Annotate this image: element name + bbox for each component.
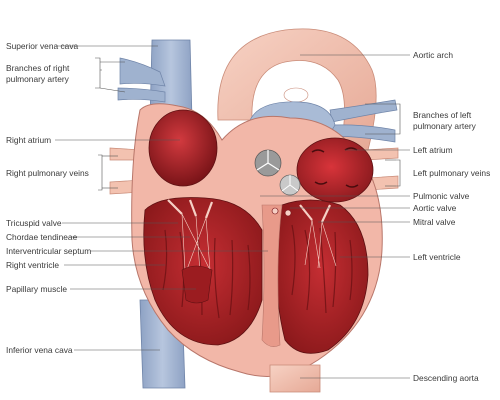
label-left-pulmonary-veins: Left pulmonary veins <box>413 168 491 178</box>
descending-aorta-shape <box>269 364 321 393</box>
aortic-arch-opening <box>283 87 309 103</box>
label-inferior-vena-cava: Inferior vena cava <box>6 345 73 355</box>
trabeculae-left <box>291 224 353 314</box>
coronary-openings <box>271 207 292 217</box>
interventricular-septum-shape <box>261 204 283 347</box>
label-branches-left-pulmonary-artery-line2: pulmonary artery <box>413 121 476 131</box>
label-left-atrium: Left atrium <box>413 145 453 155</box>
aortic-valve-shape <box>279 174 301 196</box>
left-atrium-vein-openings <box>311 147 359 188</box>
label-aortic-valve: Aortic valve <box>413 203 457 213</box>
right-pulmonary-artery-shape <box>117 57 166 103</box>
left-ventricle-shape <box>274 199 369 354</box>
left-atrium-shape <box>296 137 374 203</box>
label-chordae-tendineae: Chordae tendineae <box>6 232 78 242</box>
label-branches-left-pulmonary-artery-line1: Branches of left <box>413 110 472 120</box>
mitral-chordae-shape <box>304 219 337 269</box>
label-mitral-valve: Mitral valve <box>413 217 456 227</box>
tricuspid-valve-shape <box>167 199 214 219</box>
label-right-pulmonary-veins: Right pulmonary veins <box>6 168 89 178</box>
label-superior-vena-cava: Superior vena cava <box>6 41 79 51</box>
label-pulmonic-valve: Pulmonic valve <box>413 191 470 201</box>
papillary-muscle-shape <box>181 265 213 304</box>
pulmonic-valve-shape <box>254 149 282 177</box>
label-right-ventricle: Right ventricle <box>6 260 60 270</box>
left-pulmonary-artery-shape <box>329 99 398 143</box>
chordae-tendineae-shape <box>181 213 211 273</box>
label-tricuspid-valve: Tricuspid valve <box>6 218 62 228</box>
label-branches-right-pulmonary-artery-line2: pulmonary artery <box>6 74 69 84</box>
label-right-atrium: Right atrium <box>6 135 52 145</box>
label-branches-right-pulmonary-artery-line1: Branches of right <box>6 63 70 73</box>
right-atrium-shape <box>148 109 218 187</box>
label-descending-aorta: Descending aorta <box>413 373 479 383</box>
label-interventricular-septum: Interventricular septum <box>6 246 92 256</box>
leader-lines <box>55 45 410 379</box>
label-papillary-muscle: Papillary muscle <box>6 284 67 294</box>
label-aortic-arch: Aortic arch <box>413 50 454 60</box>
label-left-ventricle: Left ventricle <box>413 252 461 262</box>
